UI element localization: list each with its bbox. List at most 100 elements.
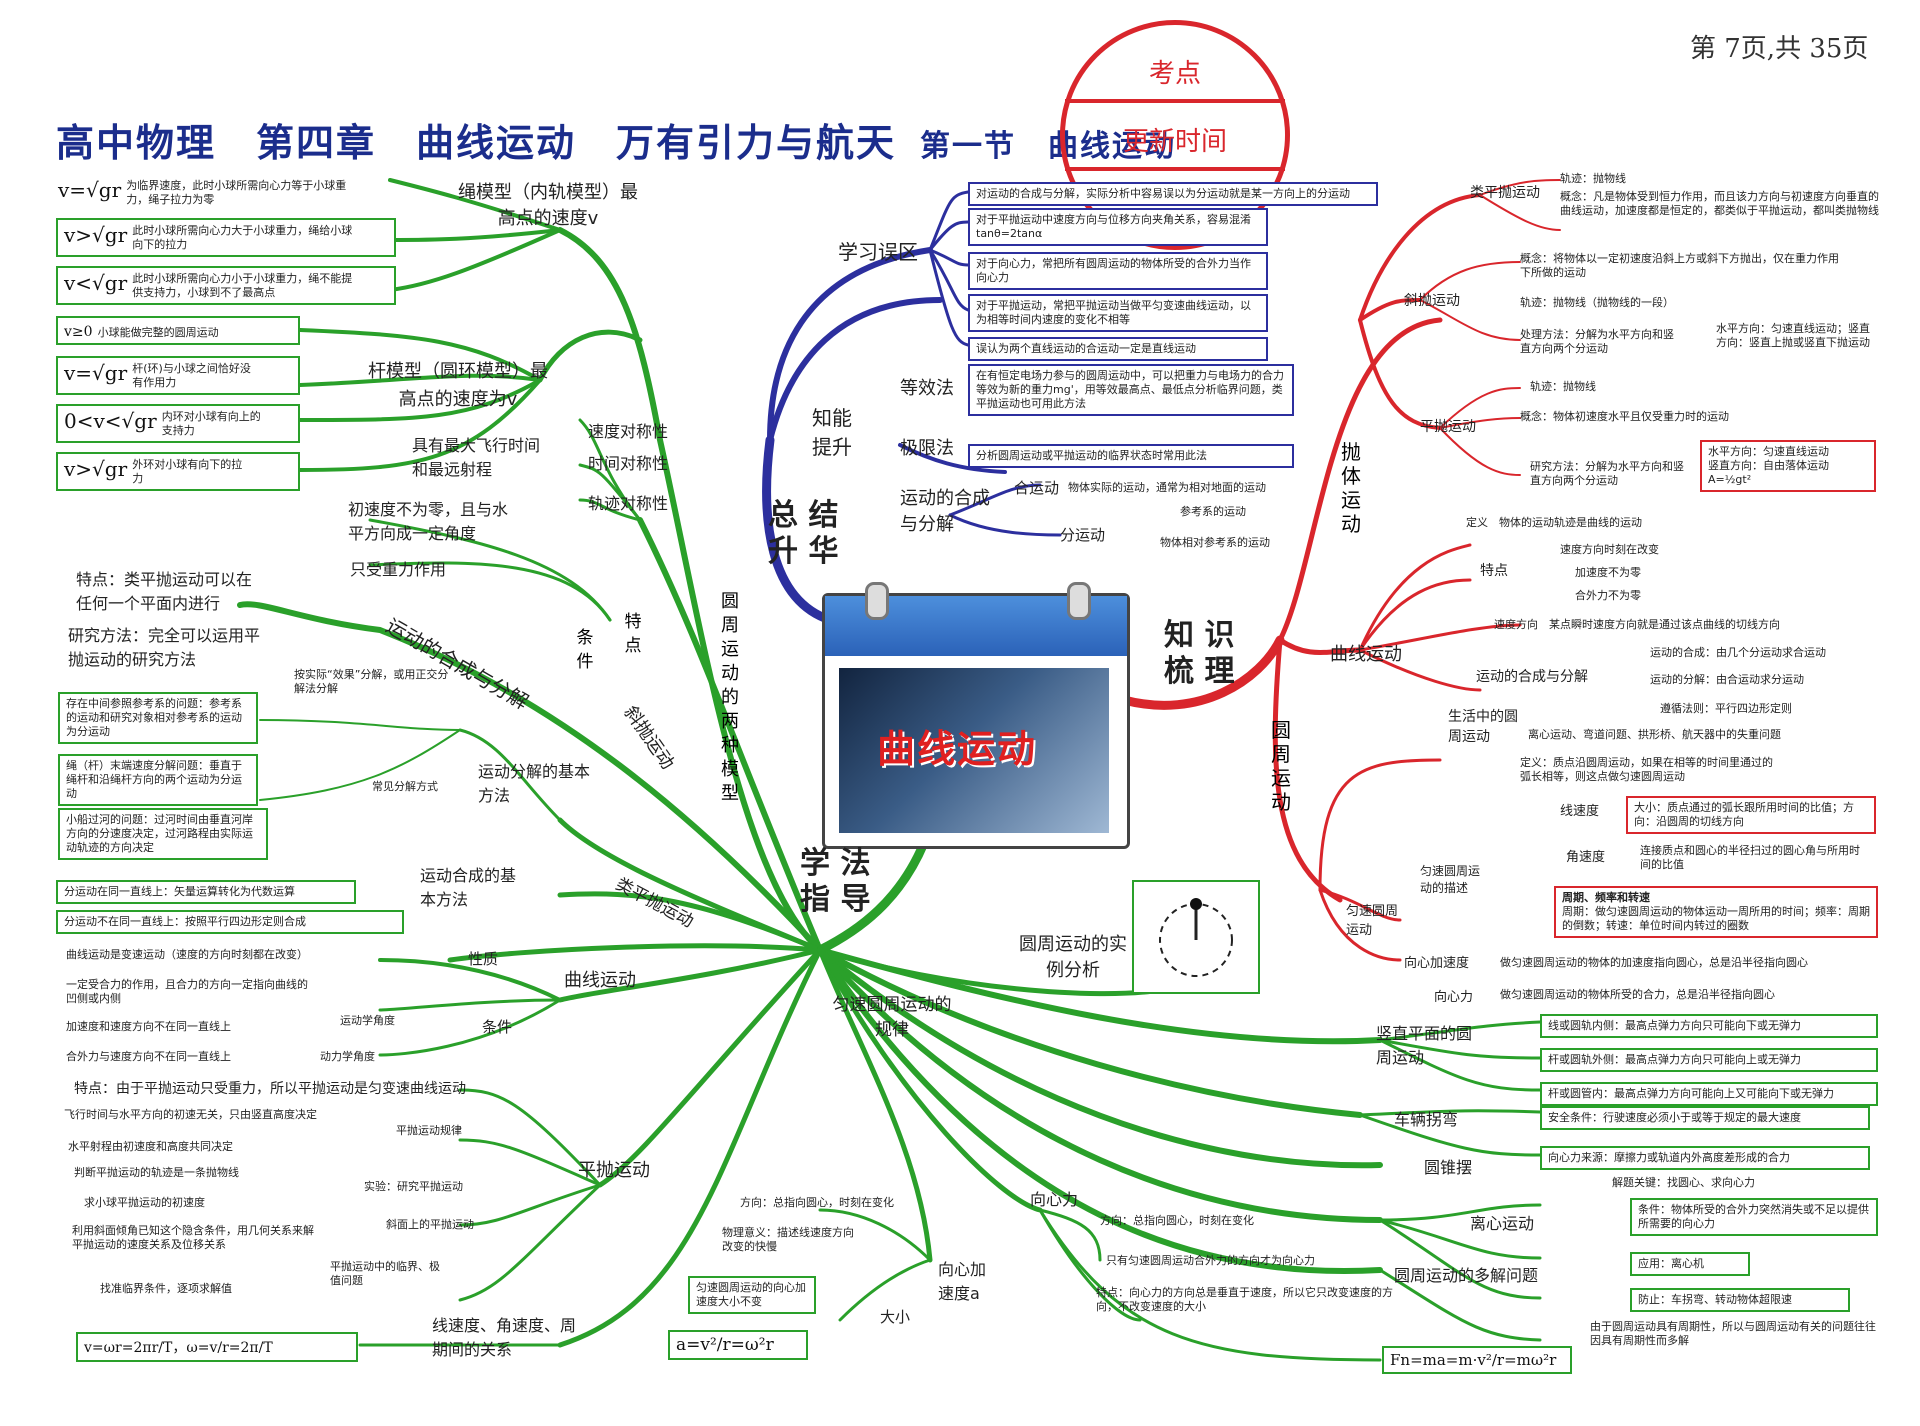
oblique-item: 概念：将物体以一定初速度沿斜上方或斜下方抛出，仅在重力作用下所做的运动	[1520, 252, 1839, 279]
curve-velocity-dir: 速度方向 某点瞬时速度方向就是通过该点曲线的切线方向	[1494, 618, 1780, 631]
rope-formula: v<√gr	[64, 271, 128, 295]
oblique-item: 轨迹：抛物线（抛物线的一段）	[1520, 296, 1674, 309]
projectile-like-label: 类平抛运动	[1470, 185, 1540, 201]
compose-text: 物体实际的运动，通常为相对地面的运动	[1068, 481, 1266, 494]
flat-law-label: 平抛运动规律	[396, 1124, 462, 1137]
rod-item: v≥0 小球能做完整的圆周运动	[56, 316, 300, 345]
centrifugal-item: 防止：车拐弯、转动物体超限速	[1630, 1288, 1850, 1312]
flat-branch: 平抛运动	[578, 1160, 650, 1181]
oblique-cond: 具有最大飞行时间和最远射程	[412, 436, 541, 479]
two-models-label: 圆周运动的两种模型	[721, 591, 739, 804]
flat-formula-line: 水平方向：匀速直线运动	[1708, 445, 1829, 458]
circle-title: 圆周运动	[1271, 718, 1291, 814]
curve-compose-item: 运动的合成：由几个分运动求合运动	[1650, 646, 1826, 659]
curve-compose-label: 运动的合成与分解	[1476, 669, 1588, 685]
turn-item: 安全条件：行驶速度必须小于或等于规定的最大速度	[1540, 1106, 1870, 1130]
circular-motion-icon	[1159, 898, 1233, 977]
acc-size-text: 匀速圆周运动的向心加速度大小不变	[688, 1276, 816, 1314]
curve-feature: 加速度不为零	[1575, 566, 1641, 579]
turn-item: 向心力来源：摩擦力或轨道内外高度差形成的合力	[1540, 1146, 1870, 1170]
symmetry-item: 轨迹对称性	[588, 494, 669, 513]
oblique-item: 处理方法：分解为水平方向和竖直方向两个分运动	[1520, 328, 1674, 355]
curve-feature: 速度方向时刻在改变	[1560, 543, 1659, 556]
rope-text: 此时小球所需向心力大于小球重力，绳给小球向下的拉力	[132, 223, 353, 251]
flat-item: 研究方法：分解为水平方向和竖直方向两个分运动	[1530, 460, 1684, 487]
mistake-item: 对运动的合成与分解，实际分析中容易误以为分运动就是某一方向上的分运动	[968, 182, 1378, 206]
mistake-item: 误认为两个直线运动的合运动一定是直线运动	[968, 337, 1268, 361]
equivalent-title: 等效法	[900, 378, 954, 399]
flat-item: 轨迹：抛物线	[1530, 380, 1596, 393]
vertical-item: 线或圆轨内侧：最高点弹力方向只可能向下或无弹力	[1540, 1014, 1878, 1038]
force-note: 只有匀速圆周运动合外力的方向才为向心力	[1106, 1254, 1315, 1267]
period-label: 周期、频率和转速	[1562, 891, 1650, 904]
mistake-item: 对于平抛运动中速度方向与位移方向夹角关系，容易混淆 tanθ=2tanα	[968, 208, 1268, 246]
branch-knowledge-label: 知 识 梳 理	[1164, 618, 1235, 689]
common-label: 常见分解方式	[372, 780, 438, 793]
flat-feature: 特点：由于平抛运动只受重力，所以平抛运动是匀变速曲线运动	[74, 1081, 466, 1097]
symmetry-item: 时间对称性	[588, 454, 669, 473]
curve-branch: 曲线运动	[564, 970, 636, 991]
centripetal-force-text: 做匀速圆周运动的物体所受的合力，总是沿半径指向圆心	[1500, 988, 1775, 1001]
flat-exp-item: 判断平抛运动的轨迹是一条抛物线	[74, 1166, 239, 1179]
force-feature: 特点：向心力的方向总是垂直于速度，所以它只改变速度的方向，不改变速度的大小	[1096, 1286, 1393, 1313]
period-text: 周期：做匀速圆周运动的物体运动一周所用的时间；频率：周期的倒数；转速：单位时间内…	[1562, 905, 1870, 932]
compose-basic-label: 运动合成的基本方法	[420, 866, 517, 909]
compose-method: 研究方法：完全可以运用平抛运动的研究方法	[68, 626, 261, 669]
uniform-law-label: 匀速圆周运动的规律	[832, 995, 952, 1040]
rod-item: 0<v<√gr 内环对小球有向上的支持力	[56, 404, 300, 443]
common-item: 小船过河的问题：过河时间由垂直河岸方向的分速度决定，过河路程由实际运动轨迹的方向…	[58, 808, 268, 860]
dyn-text: 合外力与速度方向不在同一直线上	[66, 1050, 231, 1063]
mistakes-title: 学习误区	[838, 240, 918, 264]
cone-text: 解题关键：找圆心、求向心力	[1612, 1176, 1755, 1189]
centrifugal-label: 离心运动	[1470, 1214, 1535, 1233]
limit-text: 分析圆周运动或平抛运动的临界状态时常用此法	[968, 444, 1294, 468]
flat-crit-text: 找准临界条件，逐项求解值	[100, 1282, 232, 1295]
curve-feature: 合外力不为零	[1575, 589, 1641, 602]
flat-exp-label: 实验：研究平抛运动	[364, 1180, 463, 1193]
flat-slope-label: 斜面上的平抛运动	[386, 1218, 474, 1231]
rod-formula: v≥0	[64, 324, 93, 340]
branch-method	[815, 838, 929, 955]
rope-item: v=√gr 为临界速度，此时小球所需向心力等于小球重力，绳子拉力为零	[58, 178, 398, 207]
clock-diagram	[1132, 880, 1260, 994]
throw-title: 抛体运动	[1341, 440, 1361, 536]
flat-label: 平抛运动	[1420, 419, 1476, 435]
branch-method-label: 学 法 指 导	[800, 846, 871, 917]
rope-item: v>√gr 此时小球所需向心力大于小球重力，绳给小球向下的拉力	[56, 218, 396, 257]
stamp-bottom: 更新时间	[1122, 127, 1227, 157]
branch-review-label: 总 结 升 华	[768, 498, 839, 569]
acc-label: 向心加速度a	[938, 1260, 987, 1303]
common-item: 存在中间参照参考系的问题：参考系的运动和研究对象相对参考系的运动为分运动	[58, 692, 258, 744]
curve-feature-label: 特点	[1480, 563, 1508, 579]
flat-exp-item: 求小球平抛运动的初速度	[84, 1196, 205, 1209]
decompose-item: 物体相对参考系的运动	[1160, 536, 1270, 549]
centripetal-acc-label: 向心加速度	[1404, 956, 1470, 971]
rod-formula: 0<v<√gr	[64, 409, 157, 433]
angular-text: 连接质点和圆心的半径扫过的圆心角与所用时间的比值	[1640, 844, 1860, 871]
cone-label: 圆锥摆	[1424, 1158, 1473, 1177]
page-number: 第 7页,共 35页	[1690, 34, 1869, 64]
center-calendar: 曲线运动	[822, 582, 1130, 849]
acc-formula: a=v²/r=ω²r	[668, 1330, 808, 1360]
curve-compose-item: 遵循法则：平行四边形定则	[1660, 702, 1792, 715]
centrifugal-item: 应用：离心机	[1630, 1252, 1750, 1276]
angular-label: 角速度	[1566, 850, 1606, 865]
limit-title: 极限法	[900, 438, 954, 459]
multi-text: 由于圆周运动具有周期性，所以与圆周运动有关的问题往往因具有周期性而多解	[1590, 1320, 1876, 1347]
compose-basic-item: 分运动在同一直线上：矢量运算转化为代数运算	[56, 880, 356, 904]
describe-label: 匀速圆周运动的描述	[1420, 864, 1481, 895]
mistake-item: 对于平抛运动，常把平抛运动当做平匀变速曲线运动，以为相等时间内速度的变化不相等	[968, 294, 1268, 332]
force-label: 向心力	[1030, 1190, 1079, 1209]
rod-text: 杆(环)与小球之间恰好没有作用力	[132, 361, 251, 389]
vertical-label: 竖直平面的圆周运动	[1376, 1024, 1473, 1067]
circular-life-label: 生活中的圆周运动	[1448, 709, 1518, 745]
rod-text: 小球能做完整的圆周运动	[97, 326, 219, 339]
oblique-item: 水平方向：匀速直线运动；竖直方向：竖直上抛或竖直下抛运动	[1716, 322, 1870, 349]
rope-item: v<√gr 此时小球所需向心力小于小球重力，绳不能提供支持力，小球到不了最高点	[56, 266, 396, 305]
force-dir: 方向：总指向圆心，时刻在变化	[1100, 1214, 1254, 1227]
center-photo	[839, 668, 1109, 833]
centrifugal-item: 条件：物体所受的合外力突然消失或不足以提供所需要的向心力	[1630, 1198, 1878, 1236]
rod-item: v>√gr 外环对小球有向下的拉力	[56, 452, 300, 491]
kin-text: 加速度和速度方向不在同一直线上	[66, 1020, 231, 1033]
